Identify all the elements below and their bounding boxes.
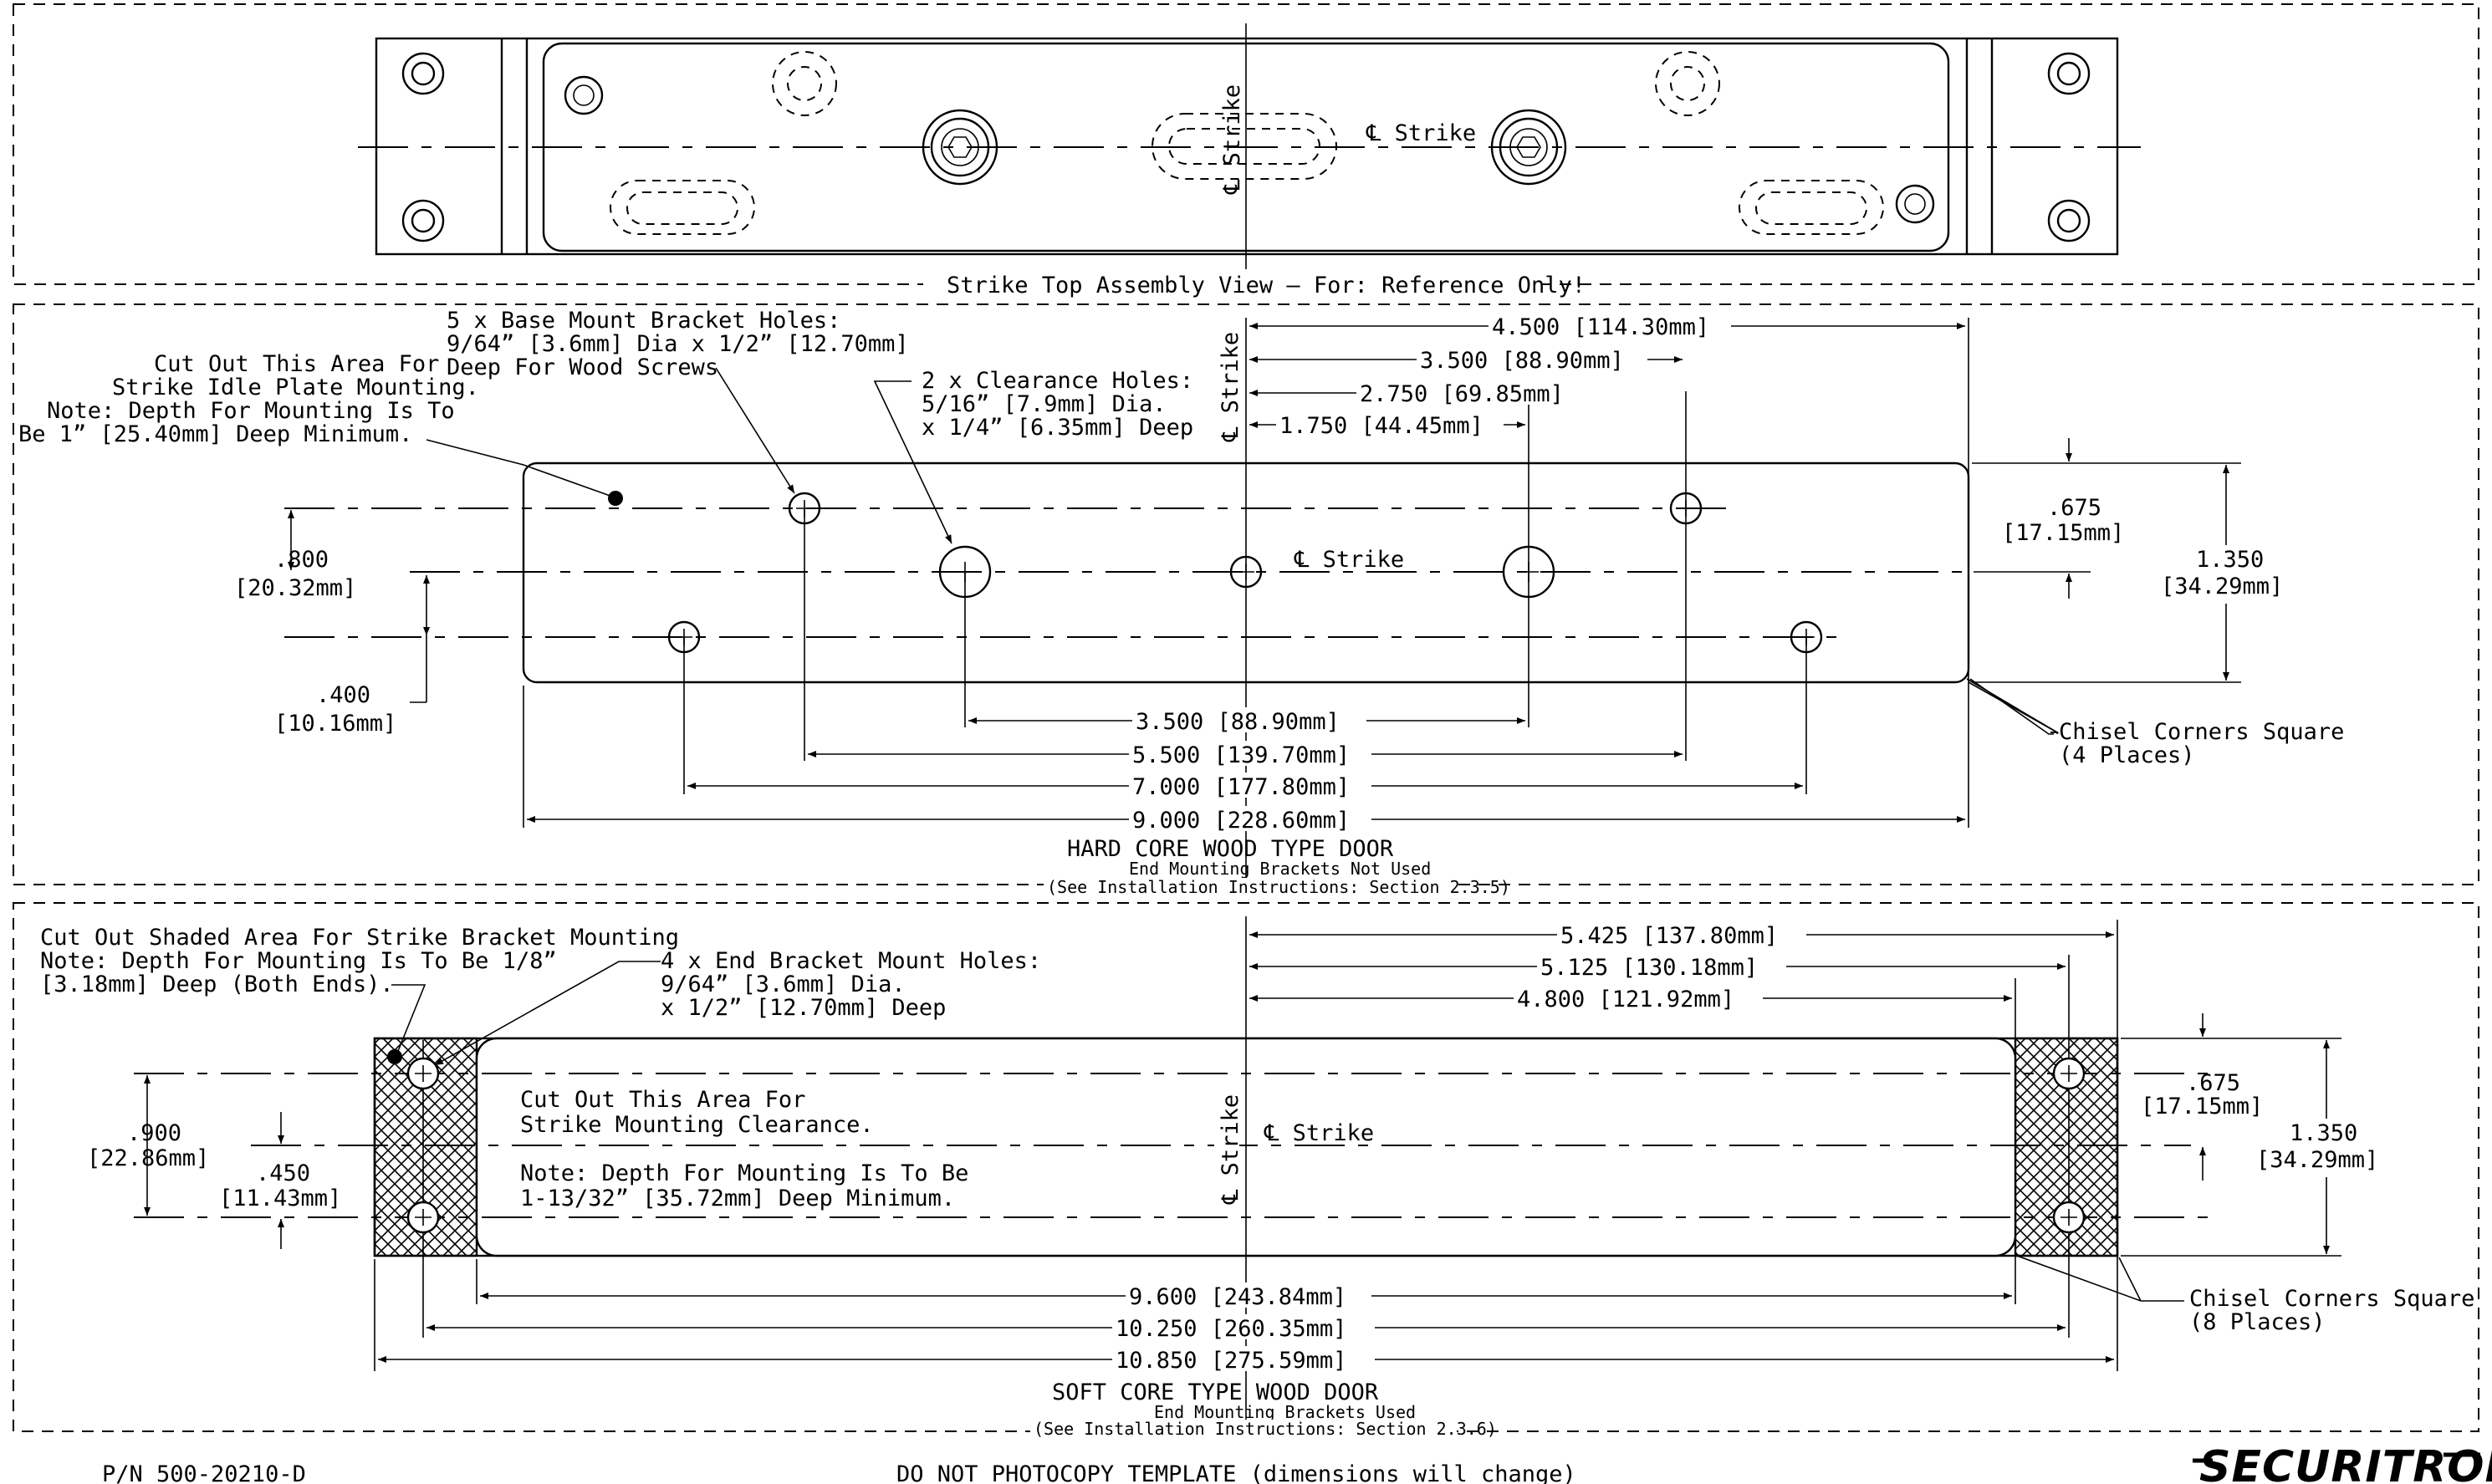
dim-675-mm: [17.15mm] xyxy=(2002,520,2124,546)
soft-chisel-note-1: Chisel Corners Square xyxy=(2189,1286,2474,1312)
base-mount-hole-icon xyxy=(1229,555,1263,589)
screw-icon xyxy=(1895,184,1935,224)
dim-10250: 10.250 [260.35mm] xyxy=(1116,1316,1346,1342)
base-holes-note-3: Deep For Wood Screws xyxy=(447,354,718,380)
dim-450-mm: [11.43mm] xyxy=(219,1186,341,1211)
chisel-note-2: (4 Places) xyxy=(2059,742,2195,768)
cl-strike-label: ℄ Strike xyxy=(1264,1120,1374,1146)
soft-cutout-note-2: Strike Mounting Clearance. xyxy=(520,1112,874,1138)
base-mount-hole-icon xyxy=(667,620,701,654)
clearance-note-3: x 1/4” [6.35mm] Deep xyxy=(922,415,1193,441)
soft-chisel-note-2: (8 Places) xyxy=(2189,1309,2326,1335)
dim-5500: 5.500 [139.70mm] xyxy=(1132,742,1350,768)
base-holes-note-2: 9/64” [3.6mm] Dia x 1/2” [12.70mm] xyxy=(447,331,909,357)
cl-strike-label: ℄ Strike xyxy=(1294,547,1404,573)
dim-9600: 9.600 [243.84mm] xyxy=(1129,1284,1346,1310)
shaded-note-2: Note: Depth For Mounting Is To Be 1/8” xyxy=(40,948,557,974)
dim-1350-soft-mm: [34.29mm] xyxy=(2256,1147,2378,1173)
dim-900-mm: [22.86mm] xyxy=(87,1145,209,1171)
dim-450: .450 xyxy=(256,1160,310,1186)
soft-depth-note-1: Note: Depth For Mounting Is To Be xyxy=(520,1160,968,1186)
dim-400: .400 xyxy=(316,682,370,708)
mount-hole-icon xyxy=(401,199,445,242)
hard-core-sub2: (See Installation Instructions: Section … xyxy=(1047,877,1510,897)
dim-800-mm: [20.32mm] xyxy=(234,575,356,601)
base-holes-note-1: 5 x Base Mount Bracket Holes: xyxy=(447,308,840,334)
dim-2750: 2.750 [69.85mm] xyxy=(1360,381,1564,407)
cl-strike-vertical: ℄ Strike xyxy=(1218,332,1243,442)
cl-strike-label: ℄ Strike xyxy=(1366,120,1476,146)
dim-400-mm: [10.16mm] xyxy=(274,711,396,737)
top-view-caption: Strike Top Assembly View — For: Referenc… xyxy=(947,273,1586,298)
soft-core-sub1: End Mounting Brackets Used xyxy=(1154,1402,1416,1422)
soft-depth-note-2: 1-13/32” [35.72mm] Deep Minimum. xyxy=(520,1186,955,1211)
end-holes-note-1: 4 x End Bracket Mount Holes: xyxy=(661,948,1041,974)
hard-core-template: ℄ Strike ℄ Strike 4.500 [114.30mm] 3.500… xyxy=(18,308,2344,897)
dim-3500-bottom: 3.500 [88.90mm] xyxy=(1136,709,1340,735)
base-mount-hole-icon xyxy=(1669,492,1703,525)
dim-4500: 4.500 [114.30mm] xyxy=(1492,314,1709,340)
top-assembly-view: ℄ Strike ℄ Strike Strike Top Assembly Vi… xyxy=(358,23,2141,299)
mount-hole-icon xyxy=(2047,199,2091,242)
cutout-note-1: Cut Out This Area For xyxy=(154,351,439,377)
soft-core-title: SOFT CORE TYPE WOOD DOOR xyxy=(1052,1379,1379,1405)
photocopy-warning: DO NOT PHOTOCOPY TEMPLATE (dimensions wi… xyxy=(896,1461,1576,1484)
clearance-note-1: 2 x Clearance Holes: xyxy=(922,368,1193,394)
end-bracket-hole-icon xyxy=(406,1057,440,1090)
dim-10850: 10.850 [275.59mm] xyxy=(1116,1348,1346,1374)
dim-9000: 9.000 [228.60mm] xyxy=(1132,808,1350,834)
soft-cutout-note-1: Cut Out This Area For xyxy=(520,1087,805,1113)
clearance-hole-icon xyxy=(1502,545,1555,599)
clearance-hole-icon xyxy=(938,545,992,599)
dim-800: .800 xyxy=(274,547,329,573)
end-bracket-hole-icon xyxy=(2052,1201,2086,1234)
dim-3500-top: 3.500 [88.90mm] xyxy=(1420,348,1624,374)
cl-strike-vertical: ℄ Strike xyxy=(1219,84,1245,195)
clearance-note-2: 5/16” [7.9mm] Dia. xyxy=(922,391,1167,417)
soft-core-sub2: (See Installation Instructions: Section … xyxy=(1034,1419,1497,1439)
dim-1350-soft: 1.350 xyxy=(2290,1120,2357,1146)
dim-675-soft-mm: [17.15mm] xyxy=(2141,1094,2263,1119)
dim-675: .675 xyxy=(2047,495,2101,521)
dim-7000: 7.000 [177.80mm] xyxy=(1132,774,1350,800)
dim-1750: 1.750 [44.45mm] xyxy=(1279,413,1483,439)
end-bracket-hole-icon xyxy=(406,1201,440,1234)
dim-1350-mm: [34.29mm] xyxy=(2161,574,2283,599)
svg-text:SECURITRON: SECURITRON xyxy=(2199,1442,2492,1484)
screw-icon xyxy=(564,75,604,115)
mount-hole-icon xyxy=(401,52,445,95)
cutout-note-2: Strike Idle Plate Mounting. xyxy=(112,375,479,400)
dim-1350: 1.350 xyxy=(2196,547,2264,573)
dim-5425: 5.425 [137.80mm] xyxy=(1560,923,1778,949)
part-number: P/N 500-20210-D xyxy=(102,1461,306,1484)
chisel-note-1: Chisel Corners Square xyxy=(2059,719,2344,745)
base-mount-hole-icon xyxy=(788,492,821,525)
shaded-note-3: [3.18mm] Deep (Both Ends). xyxy=(40,971,394,997)
base-mount-hole-icon xyxy=(1790,620,1823,654)
dim-900: .900 xyxy=(127,1120,181,1146)
end-bracket-hole-icon xyxy=(2052,1057,2086,1090)
hard-core-sub1: End Mounting Brackets Not Used xyxy=(1129,859,1431,879)
hard-core-title: HARD CORE WOOD TYPE DOOR xyxy=(1067,836,1394,862)
end-holes-note-2: 9/64” [3.6mm] Dia. xyxy=(661,971,906,997)
footer: P/N 500-20210-D DO NOT PHOTOCOPY TEMPLAT… xyxy=(102,1442,2492,1484)
cutout-note-4: Be 1” [25.40mm] Deep Minimum. xyxy=(18,421,412,447)
dim-5125: 5.125 [130.18mm] xyxy=(1540,955,1758,981)
end-holes-note-3: x 1/2” [12.70mm] Deep xyxy=(661,995,946,1021)
dim-675-soft: .675 xyxy=(2186,1070,2240,1096)
soft-core-template: ℄ Strike ℄ Strike Cut Out This Area For … xyxy=(40,916,2474,1439)
shaded-note-1: Cut Out Shaded Area For Strike Bracket M… xyxy=(40,925,679,951)
cutout-note-3: Note: Depth For Mounting Is To xyxy=(47,398,455,424)
cl-strike-vertical: ℄ Strike xyxy=(1218,1094,1243,1205)
mount-hole-icon xyxy=(2047,52,2091,95)
securitron-logo: SECURITRON xyxy=(2193,1442,2492,1484)
dim-4800: 4.800 [121.92mm] xyxy=(1517,987,1734,1012)
